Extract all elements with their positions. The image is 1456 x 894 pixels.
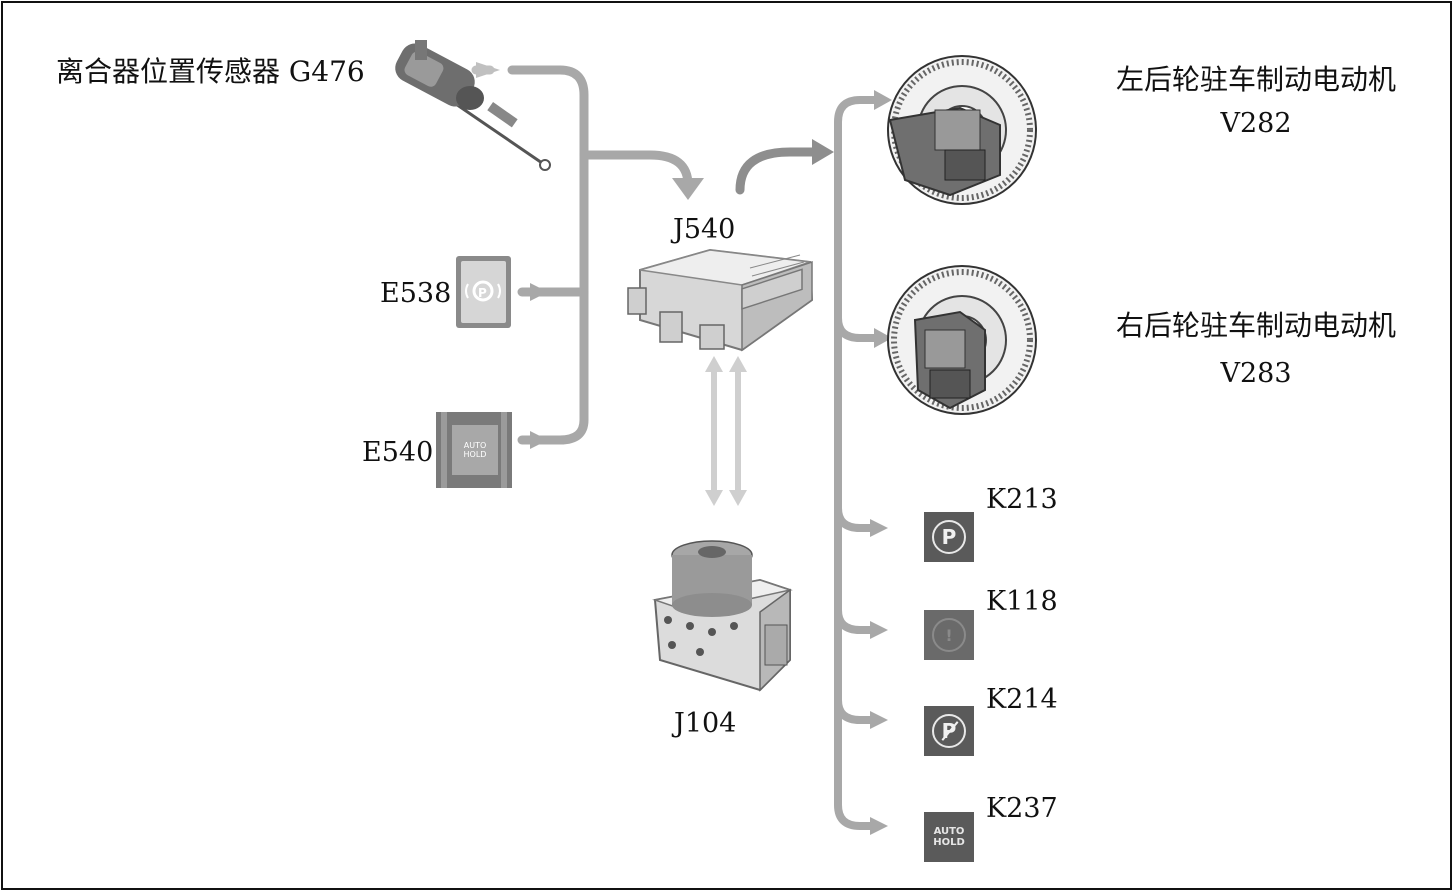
e540-switch-face: AUTO HOLD bbox=[452, 425, 498, 475]
arrowhead-j540-out bbox=[812, 139, 834, 165]
k214-label: K214 bbox=[986, 684, 1058, 715]
svg-text:P: P bbox=[478, 286, 487, 300]
arrowhead-e538 bbox=[530, 283, 548, 301]
can-link-arrows bbox=[711, 368, 741, 494]
k213-label: K213 bbox=[986, 484, 1058, 515]
k118-lamp: ! bbox=[924, 610, 974, 660]
output-bus bbox=[834, 96, 880, 830]
k237-lamp: AUTO HOLD bbox=[924, 812, 974, 862]
clutch-sensor-label: 离合器位置传感器 G476 bbox=[56, 55, 365, 88]
output-arrows bbox=[735, 147, 817, 195]
left-motor-name: 左后轮驻车制动电动机 bbox=[1115, 63, 1396, 96]
left-motor-code: V282 bbox=[1220, 108, 1292, 139]
e540-switch-text: AUTO HOLD bbox=[463, 441, 487, 459]
output-arrowheads bbox=[870, 90, 892, 835]
k213-lamp: P bbox=[924, 512, 974, 562]
left-brake-motor-icon bbox=[887, 55, 1037, 205]
j104-abs-unit-icon bbox=[652, 540, 793, 692]
j540-control-unit-icon bbox=[627, 248, 814, 352]
right-brake-motor-icon bbox=[887, 265, 1037, 415]
parking-brake-fault-icon: P bbox=[932, 714, 966, 748]
auto-hold-icon: AUTO HOLD bbox=[933, 826, 965, 848]
right-motor-code: V283 bbox=[1220, 358, 1292, 389]
k214-lamp: P bbox=[924, 706, 974, 756]
e538-label: E538 bbox=[380, 278, 452, 309]
parking-brake-icon: P bbox=[932, 520, 966, 554]
brake-warning-icon: ! bbox=[932, 618, 966, 652]
k118-label: K118 bbox=[986, 586, 1058, 617]
j104-label: J104 bbox=[674, 708, 737, 739]
can-link-arrowheads bbox=[705, 356, 747, 506]
arrowhead-e540 bbox=[530, 431, 548, 449]
k237-label: K237 bbox=[986, 793, 1058, 824]
e540-switch-icon bbox=[436, 412, 512, 488]
e540-label: E540 bbox=[362, 437, 434, 468]
e538-switch-icon: P bbox=[456, 256, 511, 328]
clutch-sensor-icon bbox=[395, 40, 551, 171]
right-motor-name: 右后轮驻车制动电动机 bbox=[1115, 309, 1396, 342]
arrowhead-j540-in bbox=[672, 178, 704, 200]
j540-label: J540 bbox=[673, 214, 736, 245]
